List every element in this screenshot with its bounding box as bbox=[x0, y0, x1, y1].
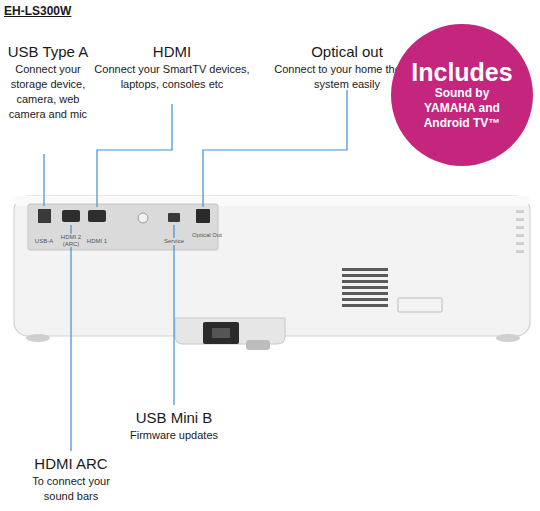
power-inlet-pins bbox=[212, 328, 230, 338]
callout-heading: Optical out bbox=[277, 42, 417, 62]
label-slot bbox=[398, 298, 442, 312]
leader-line bbox=[203, 90, 347, 207]
foot bbox=[246, 340, 270, 350]
projector-body bbox=[14, 196, 530, 336]
optical-port bbox=[196, 209, 210, 223]
leader-line bbox=[97, 104, 172, 207]
callout-heading: USB Type A bbox=[0, 42, 96, 62]
callout-description: To connect your sound bars bbox=[21, 474, 121, 504]
screw bbox=[138, 213, 148, 223]
power-inlet bbox=[203, 322, 239, 344]
leader-lines bbox=[44, 90, 347, 451]
port-label: Service bbox=[163, 238, 185, 245]
leader-line bbox=[43, 154, 44, 206]
foot bbox=[26, 334, 50, 342]
badge-text: Sound by YAMAHA and Android TV™ bbox=[408, 86, 516, 131]
port-label: USB-A bbox=[34, 238, 54, 245]
model-title: EH-LS300W bbox=[4, 3, 124, 19]
port-label: HDMI 1 bbox=[86, 238, 108, 245]
hdmi-arc-port bbox=[62, 210, 80, 222]
highlight-badge: IncludesSound by YAMAHA and Android TV™ bbox=[391, 24, 533, 166]
port-label: Optical Out bbox=[191, 232, 215, 239]
vent-grille bbox=[342, 268, 388, 307]
usb-mini-b-port bbox=[168, 213, 180, 222]
leader-line bbox=[70, 225, 71, 451]
callout-heading: USB Mini B bbox=[114, 408, 234, 428]
callout-description: Connect your storage device, camera, web… bbox=[4, 62, 92, 121]
port-panel bbox=[28, 204, 218, 250]
callout-heading: HDMI ARC bbox=[16, 454, 126, 474]
leader-line bbox=[173, 225, 174, 405]
side-vent bbox=[516, 210, 524, 253]
callout-description: Connect your SmartTV devices, laptops, c… bbox=[90, 62, 254, 92]
callout-description: Firmware updates bbox=[109, 428, 239, 443]
usb-a-port bbox=[38, 209, 51, 223]
port-label: HDMI 2 (ARC) bbox=[58, 234, 84, 247]
foot bbox=[496, 334, 520, 342]
hdmi-port bbox=[88, 210, 106, 222]
badge-heading: Includes bbox=[411, 59, 512, 87]
stand bbox=[175, 318, 285, 344]
callout-heading: HDMI bbox=[112, 42, 232, 62]
